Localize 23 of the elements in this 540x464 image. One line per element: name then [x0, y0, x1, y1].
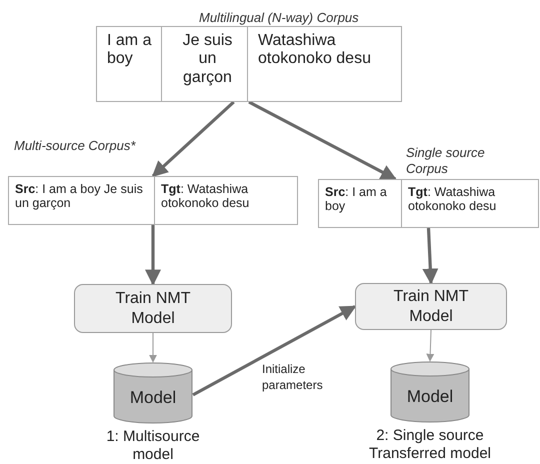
arrow	[192, 305, 356, 396]
table-heading: Single source Corpus	[406, 145, 486, 176]
cell-text: Tgt: Watashiwa otokonoko desu	[408, 185, 498, 214]
cell-text: Watashiwa otokonoko desu	[258, 32, 372, 69]
cylinder-label: Model	[406, 387, 454, 407]
arrow	[422, 228, 438, 285]
cell-text: Tgt: Watashiwa otokonoko desu	[161, 182, 250, 211]
cell-text: Je suis un garçon	[182, 32, 234, 88]
arrow	[145, 225, 161, 286]
arrow	[426, 330, 434, 362]
model-caption: 2: Single source Transferred model	[368, 427, 492, 463]
cell-text: Src: I am a boy Je suis un garçon	[15, 182, 144, 211]
process-box: Train NMT Model	[355, 283, 507, 330]
cylinder-label: Model	[128, 388, 178, 408]
model-caption: 1: Multisource model	[105, 428, 201, 464]
arrow	[248, 100, 397, 180]
table-heading: Multi-source Corpus*	[14, 138, 136, 154]
process-box: Train NMT Model	[74, 284, 232, 333]
arrow	[149, 332, 157, 363]
cell-text: I am a boy	[107, 32, 152, 69]
table-heading: Multilingual (N-way) Corpus	[199, 10, 359, 26]
cell-text: Src: I am a boy	[325, 185, 388, 214]
arrow	[152, 100, 235, 178]
